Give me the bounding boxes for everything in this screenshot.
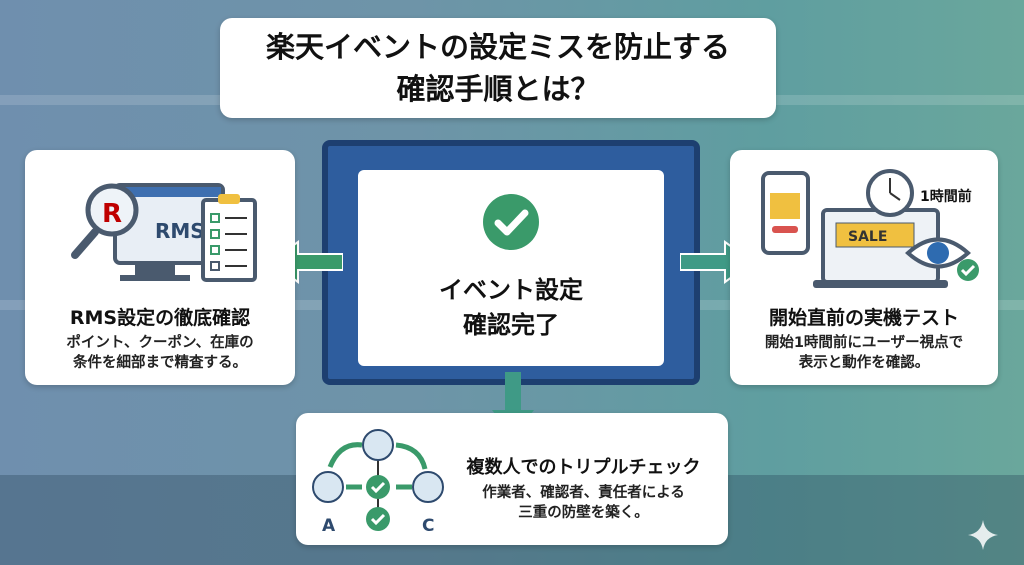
- live-test-card: SALE 1時間前 開始直前の実機テスト 開始1時間前にユーザー視点で 表示と動…: [730, 150, 998, 385]
- person-a-label: A: [322, 516, 336, 535]
- rms-desc-1: ポイント、クーポン、在庫の: [66, 335, 254, 351]
- rms-check-card: RMS R RMS設定の徹底確認 ポイント、クーポン、在庫の 条件を細部まで精査…: [25, 150, 295, 385]
- live-test-desc-2: 表示と動作を確認。: [798, 355, 930, 371]
- triple-check-desc-2: 三重の防壁を築く。: [518, 505, 649, 521]
- device-test-icon: SALE 1時間前: [761, 169, 979, 288]
- live-test-heading: 開始直前の実機テスト: [768, 307, 959, 329]
- check-circle-icon: [483, 194, 539, 250]
- center-monitor: イベント設定 確認完了: [322, 140, 700, 385]
- sparkle-icon: [968, 520, 998, 550]
- clock-label: 1時間前: [920, 188, 972, 205]
- rms-heading: RMS設定の徹底確認: [69, 307, 251, 329]
- center-heading-1: イベント設定: [439, 276, 583, 304]
- center-heading-2: 確認完了: [463, 311, 559, 339]
- sale-label: SALE: [848, 229, 887, 245]
- rms-screen-label: RMS: [155, 219, 205, 243]
- rakuten-logo: R: [102, 199, 122, 229]
- center-screen: イベント設定 確認完了: [358, 170, 664, 366]
- title-line2: 確認手順とは？: [396, 72, 600, 106]
- triple-check-desc-1: 作業者、確認者、責任者による: [482, 485, 685, 501]
- person-c-label: C: [422, 516, 434, 535]
- title-box: 楽天イベントの設定ミスを防止する 確認手順とは？: [220, 18, 776, 118]
- triple-check-card: A C 複数人でのトリプルチェック 作業者、確認者、責任者による 三重の防壁を築…: [296, 413, 728, 545]
- rms-desc-2: 条件を細部まで精査する。: [73, 355, 247, 371]
- live-test-desc-1: 開始1時間前にユーザー視点で: [764, 335, 964, 351]
- rms-monitor-magnifier-icon: RMS R: [71, 183, 257, 282]
- triple-check-heading: 複数人でのトリプルチェック: [466, 457, 701, 478]
- triple-check-people-icon: A C: [312, 429, 444, 535]
- title-line1: 楽天イベントの設定ミスを防止する: [265, 30, 730, 64]
